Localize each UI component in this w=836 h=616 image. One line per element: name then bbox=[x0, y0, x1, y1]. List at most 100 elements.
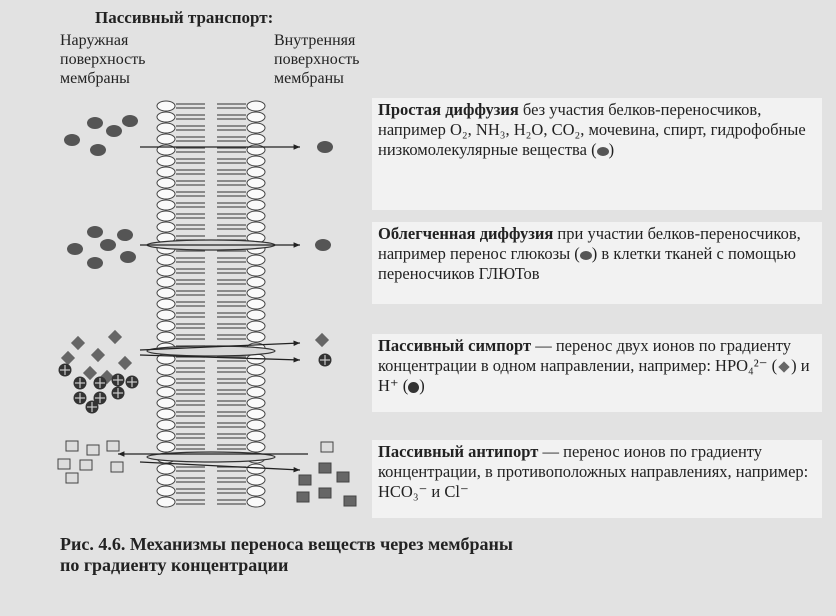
chloride-ion bbox=[86, 444, 100, 456]
lipid-head bbox=[246, 309, 266, 321]
inner-surface-label: Внутренняя поверхность мембраны bbox=[274, 31, 359, 88]
passive-symport-box: Пассивный симпорт — перенос двух ионов п… bbox=[372, 334, 822, 412]
lipid-head bbox=[246, 265, 266, 277]
inner-label-line-2: поверхность bbox=[274, 51, 360, 68]
chloride-ion bbox=[65, 472, 79, 484]
phosphate-ion bbox=[82, 365, 98, 381]
lipid-head bbox=[246, 441, 266, 453]
lipid-head bbox=[246, 419, 266, 431]
lipid-head bbox=[246, 287, 266, 299]
molecule-icon bbox=[596, 146, 609, 156]
molecule bbox=[90, 144, 106, 156]
molecule bbox=[87, 117, 103, 129]
arrow-head bbox=[293, 340, 300, 347]
bicarbonate-ion bbox=[298, 474, 312, 486]
chloride-ion bbox=[57, 458, 71, 470]
passive-symport-title: Пассивный симпорт bbox=[378, 336, 532, 355]
molecule bbox=[117, 229, 133, 241]
molecule bbox=[317, 141, 333, 153]
molecule bbox=[315, 239, 331, 251]
facilitated-diffusion-end: ) в клетки тканей с помощью переносчиков… bbox=[378, 244, 796, 283]
transport-arrow bbox=[139, 342, 301, 351]
lipid-head bbox=[156, 111, 176, 123]
outer-label-line-3: мембраны bbox=[60, 70, 130, 87]
caption-line-2: по градиенту концентрации bbox=[60, 555, 289, 575]
lipid-head bbox=[156, 100, 176, 112]
lipid-head bbox=[156, 320, 176, 332]
lipid-head bbox=[156, 430, 176, 442]
lipid-head bbox=[156, 254, 176, 266]
lipid-head bbox=[246, 474, 266, 486]
phosphate-ion bbox=[70, 335, 86, 351]
molecule bbox=[87, 226, 103, 238]
lipid-head bbox=[246, 199, 266, 211]
lipid-head bbox=[156, 210, 176, 222]
lipid-head bbox=[156, 397, 176, 409]
caption-line-1: Рис. 4.6. Механизмы переноса веществ чер… bbox=[60, 534, 513, 554]
bicarbonate-ion bbox=[318, 462, 332, 474]
molecule bbox=[64, 134, 80, 146]
lipid-head bbox=[246, 111, 266, 123]
phosphate-ion bbox=[117, 355, 133, 371]
lipid-head bbox=[156, 375, 176, 387]
facilitated-diffusion-box: Облегченная диффузия при участии белков-… bbox=[372, 222, 822, 304]
lipid-head bbox=[246, 177, 266, 189]
passive-symport-end: ) bbox=[419, 376, 425, 395]
lipid-head bbox=[246, 100, 266, 112]
lipid-head bbox=[246, 221, 266, 233]
diagram-title: Пассивный транспорт: bbox=[95, 8, 274, 27]
lipid-head bbox=[156, 474, 176, 486]
lipid-head bbox=[246, 133, 266, 145]
passive-symport-mid: ) и H⁺ ( bbox=[378, 356, 810, 395]
lipid-head bbox=[246, 320, 266, 332]
bicarbonate-ion bbox=[336, 471, 350, 483]
outer-label-line-1: Наружная bbox=[60, 32, 129, 49]
simple-diffusion-box: Простая диффузия без участия белков-пере… bbox=[372, 98, 822, 210]
lipid-head bbox=[246, 463, 266, 475]
passive-antiport-text: — перенос ионов по градиенту концентраци… bbox=[378, 442, 809, 501]
lipid-head bbox=[156, 122, 176, 134]
lipid-head bbox=[246, 155, 266, 167]
molecule bbox=[120, 251, 136, 263]
chloride-ion bbox=[79, 459, 93, 471]
simple-diffusion-end: ) bbox=[608, 140, 615, 159]
arrow-head bbox=[293, 242, 300, 248]
phosphate-ion bbox=[314, 332, 330, 348]
arrow-head bbox=[118, 451, 125, 457]
lipid-head bbox=[246, 254, 266, 266]
lipid-head bbox=[156, 166, 176, 178]
lipid-head bbox=[156, 463, 176, 475]
lipid-head bbox=[156, 386, 176, 398]
molecule-groups bbox=[57, 115, 357, 507]
glucose-icon bbox=[579, 250, 592, 260]
lipid-head bbox=[156, 496, 176, 508]
lipid-head bbox=[156, 133, 176, 145]
transport-arrow bbox=[139, 461, 301, 471]
lipid-head bbox=[246, 364, 266, 376]
lipid-head bbox=[156, 276, 176, 288]
lipid-head bbox=[246, 166, 266, 178]
phosphate-ion bbox=[60, 350, 76, 366]
lipid-head bbox=[156, 331, 176, 343]
arrow-head bbox=[293, 466, 300, 473]
lipid-head bbox=[156, 419, 176, 431]
lipid-head bbox=[246, 485, 266, 497]
lipid-head bbox=[246, 430, 266, 442]
lipid-head bbox=[246, 122, 266, 134]
simple-diffusion-text: без участия белков-переносчиков, наприме… bbox=[378, 100, 806, 159]
lipid-head bbox=[156, 485, 176, 497]
transport-arrow bbox=[139, 354, 301, 361]
molecule bbox=[67, 243, 83, 255]
chloride-ion bbox=[106, 440, 120, 452]
cross-ion-icon bbox=[408, 381, 420, 393]
lipid-head bbox=[156, 265, 176, 277]
lipid-head bbox=[246, 298, 266, 310]
passive-antiport-title: Пассивный антипорт bbox=[378, 442, 539, 461]
outer-label-line-2: поверхность bbox=[60, 51, 146, 68]
lipid-head bbox=[246, 408, 266, 420]
outer-surface-label: Наружная поверхность мембраны bbox=[60, 31, 145, 88]
lipid-head bbox=[246, 331, 266, 343]
lipid-head bbox=[246, 210, 266, 222]
molecule bbox=[100, 239, 116, 251]
